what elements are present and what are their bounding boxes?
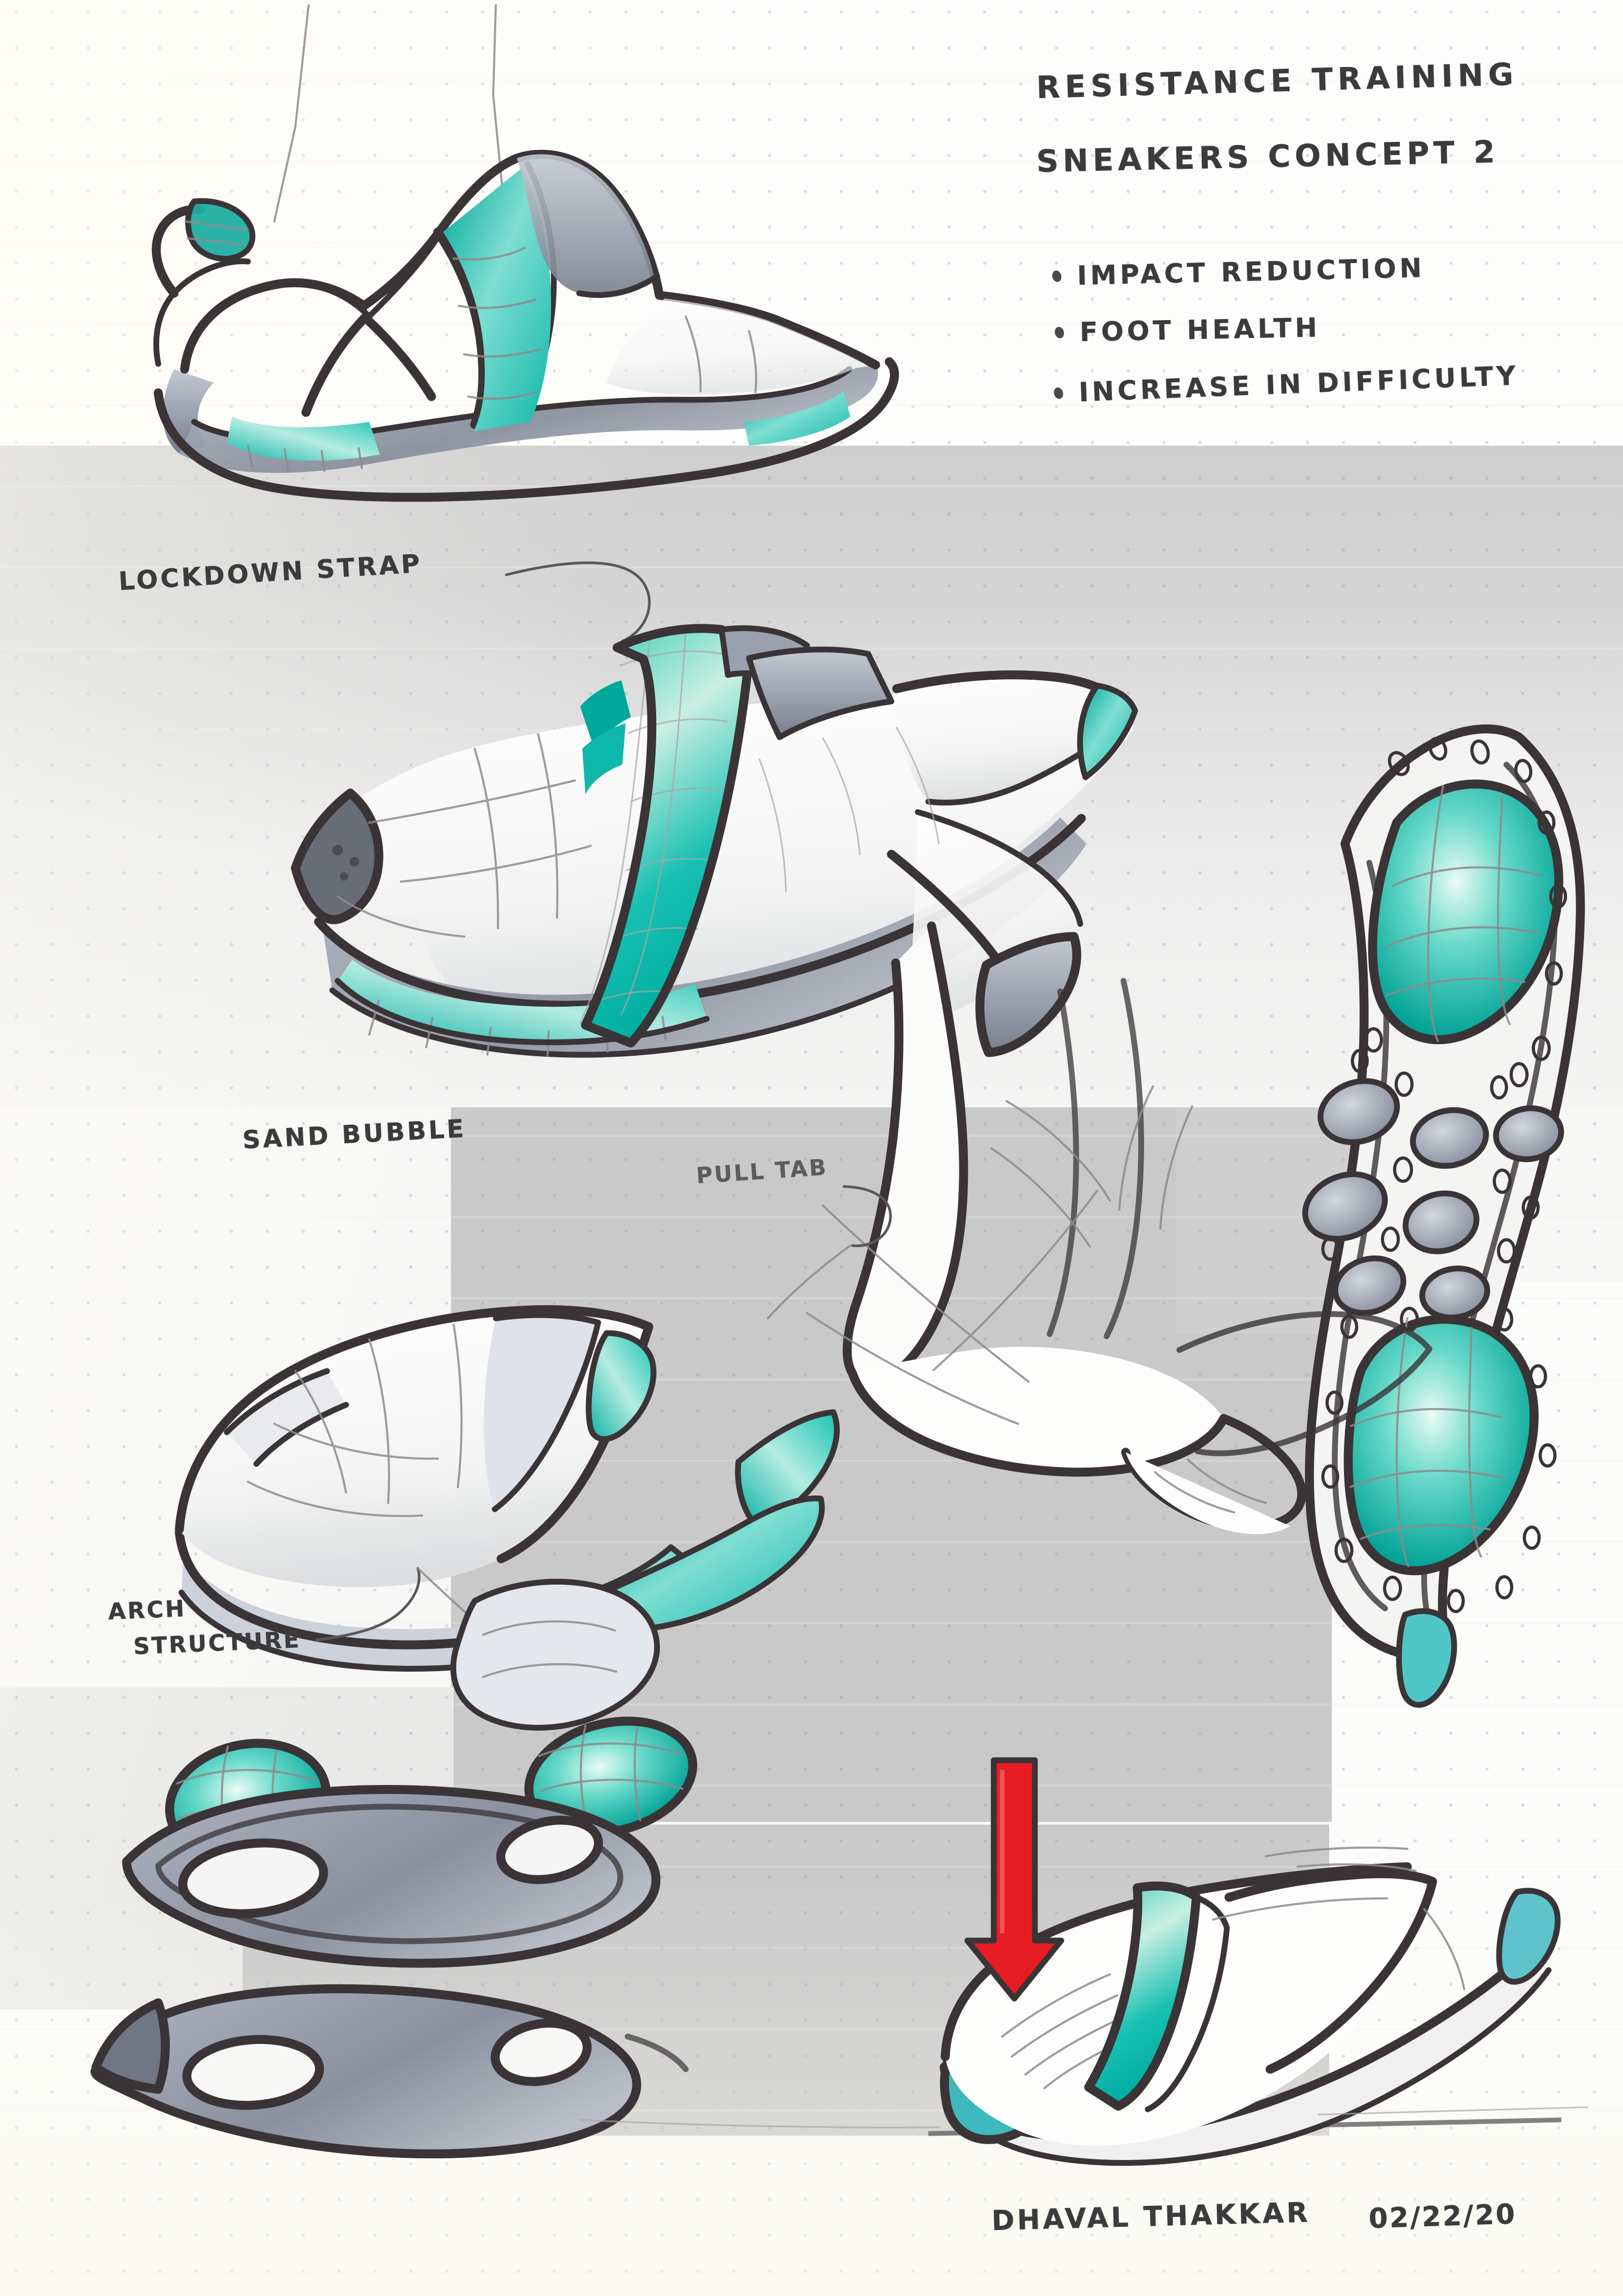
bullet-dot-icon (1051, 269, 1063, 283)
view-side-profile-thumb (151, 4, 899, 502)
leader-pull-tab (842, 1185, 892, 1247)
view-low-profile-side (175, 1185, 892, 1672)
signature-date: 02/22/20 (1368, 2198, 1517, 2235)
view-hero-three-quarter (291, 561, 1138, 1058)
callout-label-arch-structure-line-1: ARCH (107, 1595, 187, 1626)
view-leg-wearing (806, 921, 1433, 1535)
outsole-pods (1302, 1078, 1564, 1321)
leader-arch-structure (315, 1567, 421, 1642)
view-outsole-plan (1302, 724, 1585, 1708)
view-exploded-components (90, 1567, 697, 2158)
bullet-dot-icon (1053, 325, 1065, 340)
goal-bullet-foot-health: FOOT HEALTH (1053, 312, 1321, 348)
bullet-dot-icon (1052, 386, 1065, 400)
view-impact (928, 1757, 1562, 2166)
impact-arrow (964, 1757, 1064, 2002)
goal-label: FOOT HEALTH (1079, 312, 1321, 348)
leader-lockdown-strap (505, 561, 651, 643)
outsole-micro-lugs (1321, 737, 1567, 1613)
